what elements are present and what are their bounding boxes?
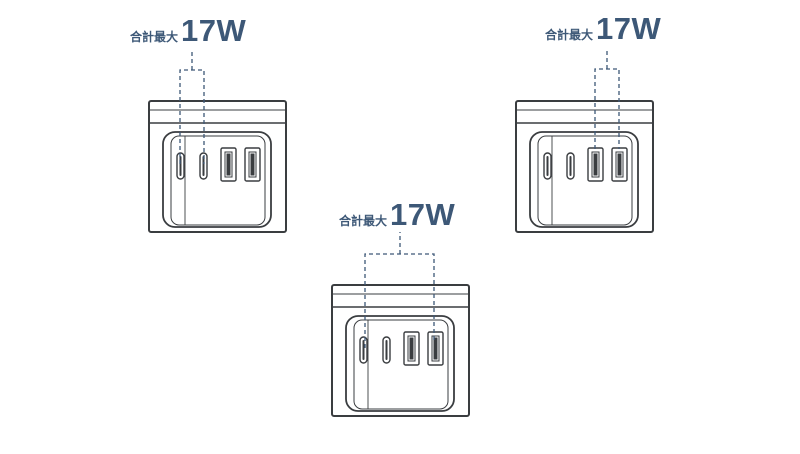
callout-prefix: 合計最大: [545, 28, 594, 42]
callout-wattage: 17W: [596, 11, 662, 46]
bracket-usb-a-pair: [594, 49, 620, 149]
callout-wattage: 17W: [181, 13, 247, 48]
charger-top-right: [515, 49, 654, 233]
bracket-usb-c-pair: [179, 51, 205, 164]
callout-wattage: 17W: [390, 197, 456, 232]
callout-label-bottom-center: 合計最大 17W: [339, 197, 455, 233]
callout-prefix: 合計最大: [130, 30, 179, 44]
charger-bottom-center: [331, 232, 470, 417]
bracket-usb-c-usb-a: [364, 232, 435, 348]
charger-top-left: [148, 51, 287, 233]
callout-label-top-right: 合計最大 17W: [545, 11, 661, 47]
callout-label-top-left: 合計最大 17W: [130, 13, 246, 49]
callout-prefix: 合計最大: [339, 214, 388, 228]
